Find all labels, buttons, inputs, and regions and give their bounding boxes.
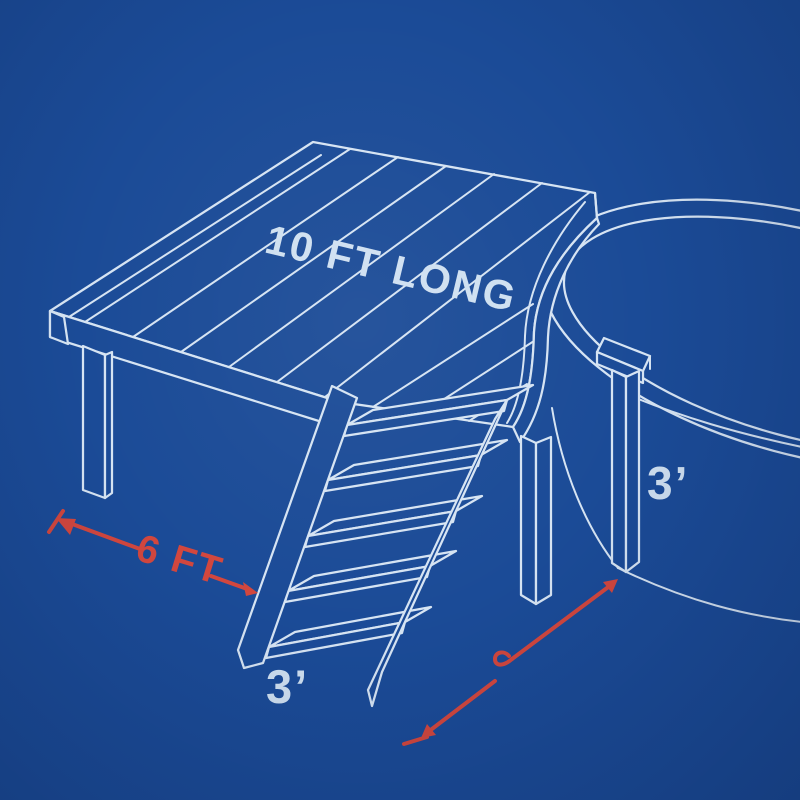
dim-diagonal-arrow xyxy=(402,579,618,746)
label-stair-height: 3’ xyxy=(266,660,309,713)
staircase xyxy=(236,383,535,708)
deck-corner-face xyxy=(48,309,70,346)
deck-post xyxy=(519,434,553,606)
stair-stringer-left xyxy=(236,384,359,670)
deck-edge-inner-line xyxy=(57,154,322,325)
pool-post xyxy=(610,368,641,574)
deck-planks xyxy=(84,148,591,422)
deck-corner-edge xyxy=(593,191,599,220)
dim-6ft-arrow xyxy=(47,509,258,596)
stair-tread xyxy=(323,438,509,493)
label-pool-wall-height: 3’ xyxy=(647,457,689,509)
label-deck-width: 6 FT xyxy=(131,527,228,594)
stair-stringer-right xyxy=(366,398,509,708)
deck-cutout-inner-line xyxy=(506,201,586,424)
deck-leg xyxy=(81,344,114,500)
